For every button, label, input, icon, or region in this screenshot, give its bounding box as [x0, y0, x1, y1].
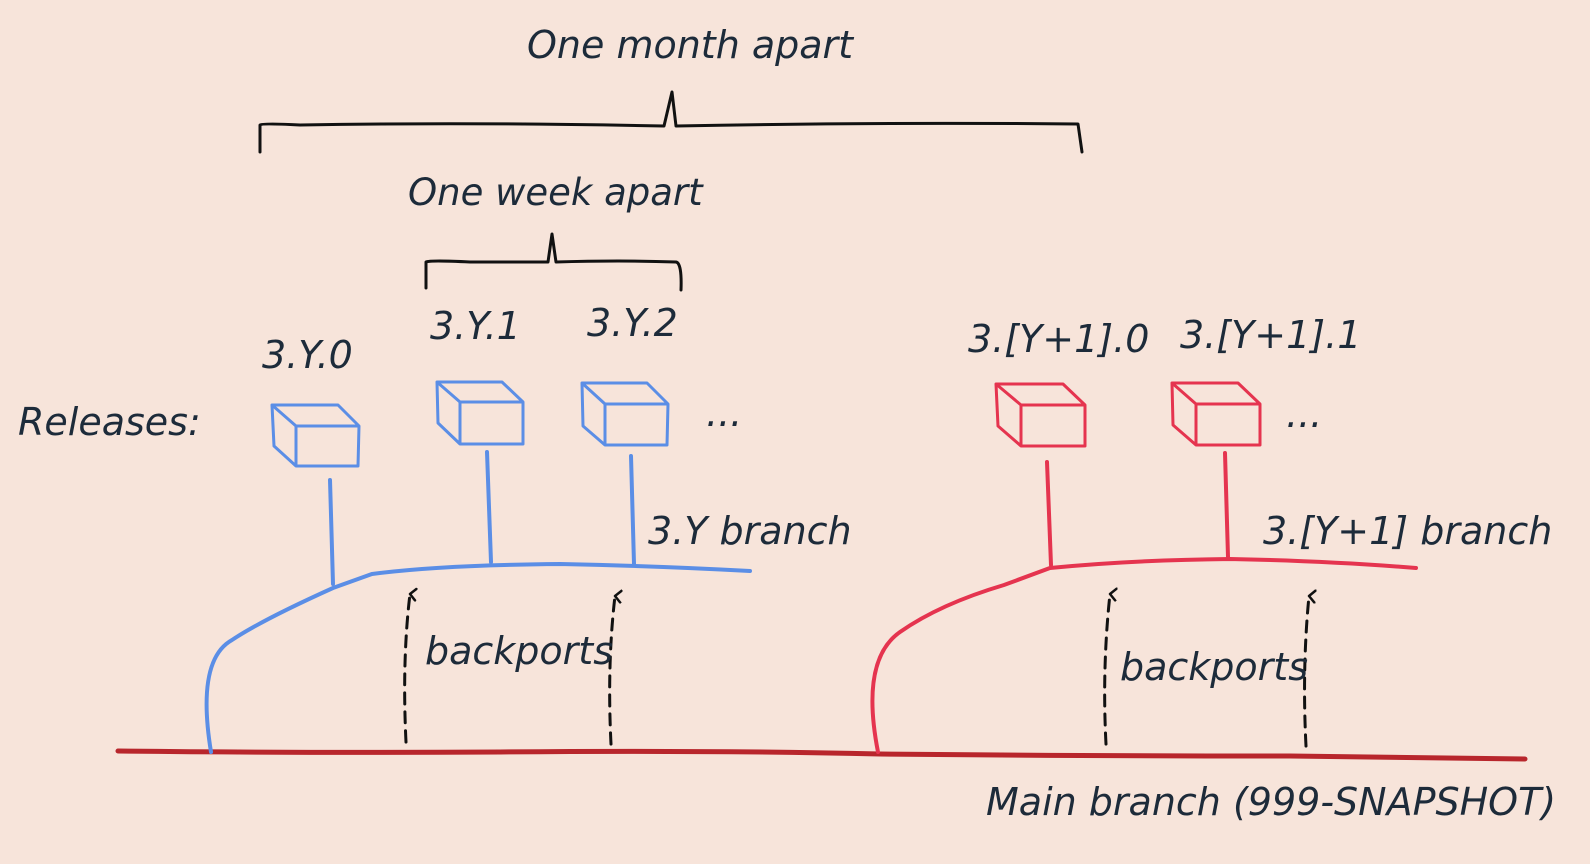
- main-branch-label: Main branch (999-SNAPSHOT): [986, 780, 1557, 824]
- branch-name-3y: 3.Y branch: [648, 509, 852, 553]
- releases-row-label: Releases:: [18, 400, 201, 444]
- week-brace: [424, 232, 683, 292]
- ellipsis-3y1: ...: [1286, 392, 1323, 436]
- release-box-3y2: [580, 381, 670, 447]
- release-label-3y0: 3.Y.0: [262, 333, 353, 377]
- release-box-3y11: [1170, 381, 1262, 447]
- ellipsis-3y: ...: [706, 391, 743, 435]
- release-box-3y10: [994, 382, 1087, 448]
- release-label-3y2: 3.Y.2: [587, 301, 678, 345]
- week-apart-label: One week apart: [408, 171, 703, 214]
- release-label-3y1: 3.Y.1: [430, 304, 521, 348]
- month-apart-label: One month apart: [527, 23, 854, 67]
- release-stem-3y2: [629, 454, 636, 566]
- backport-arrow-3y1-2: [1303, 596, 1309, 748]
- release-box-3y0: [270, 403, 361, 468]
- release-stem-3y1: [485, 450, 493, 564]
- backports-label-3y1: backports: [1120, 645, 1308, 689]
- release-stem-3y0: [328, 478, 335, 586]
- branch-3y1-line: [870, 556, 1418, 754]
- main-branch-line: [115, 748, 1528, 762]
- month-brace: [258, 90, 1084, 154]
- release-label-3y11: 3.[Y+1].1: [1180, 313, 1362, 357]
- branch-name-3y1: 3.[Y+1] branch: [1263, 509, 1553, 553]
- backport-arrow-3y-2: [608, 596, 615, 746]
- release-box-3y1: [435, 380, 525, 446]
- backports-label-3y: backports: [425, 629, 613, 673]
- backport-arrow-3y-1: [403, 594, 410, 744]
- release-stem-3y10: [1045, 460, 1053, 567]
- backport-arrow-3y1-1: [1103, 594, 1110, 746]
- release-label-3y10: 3.[Y+1].0: [968, 317, 1150, 361]
- branch-3y-line: [204, 561, 752, 754]
- release-stem-3y11: [1223, 451, 1230, 559]
